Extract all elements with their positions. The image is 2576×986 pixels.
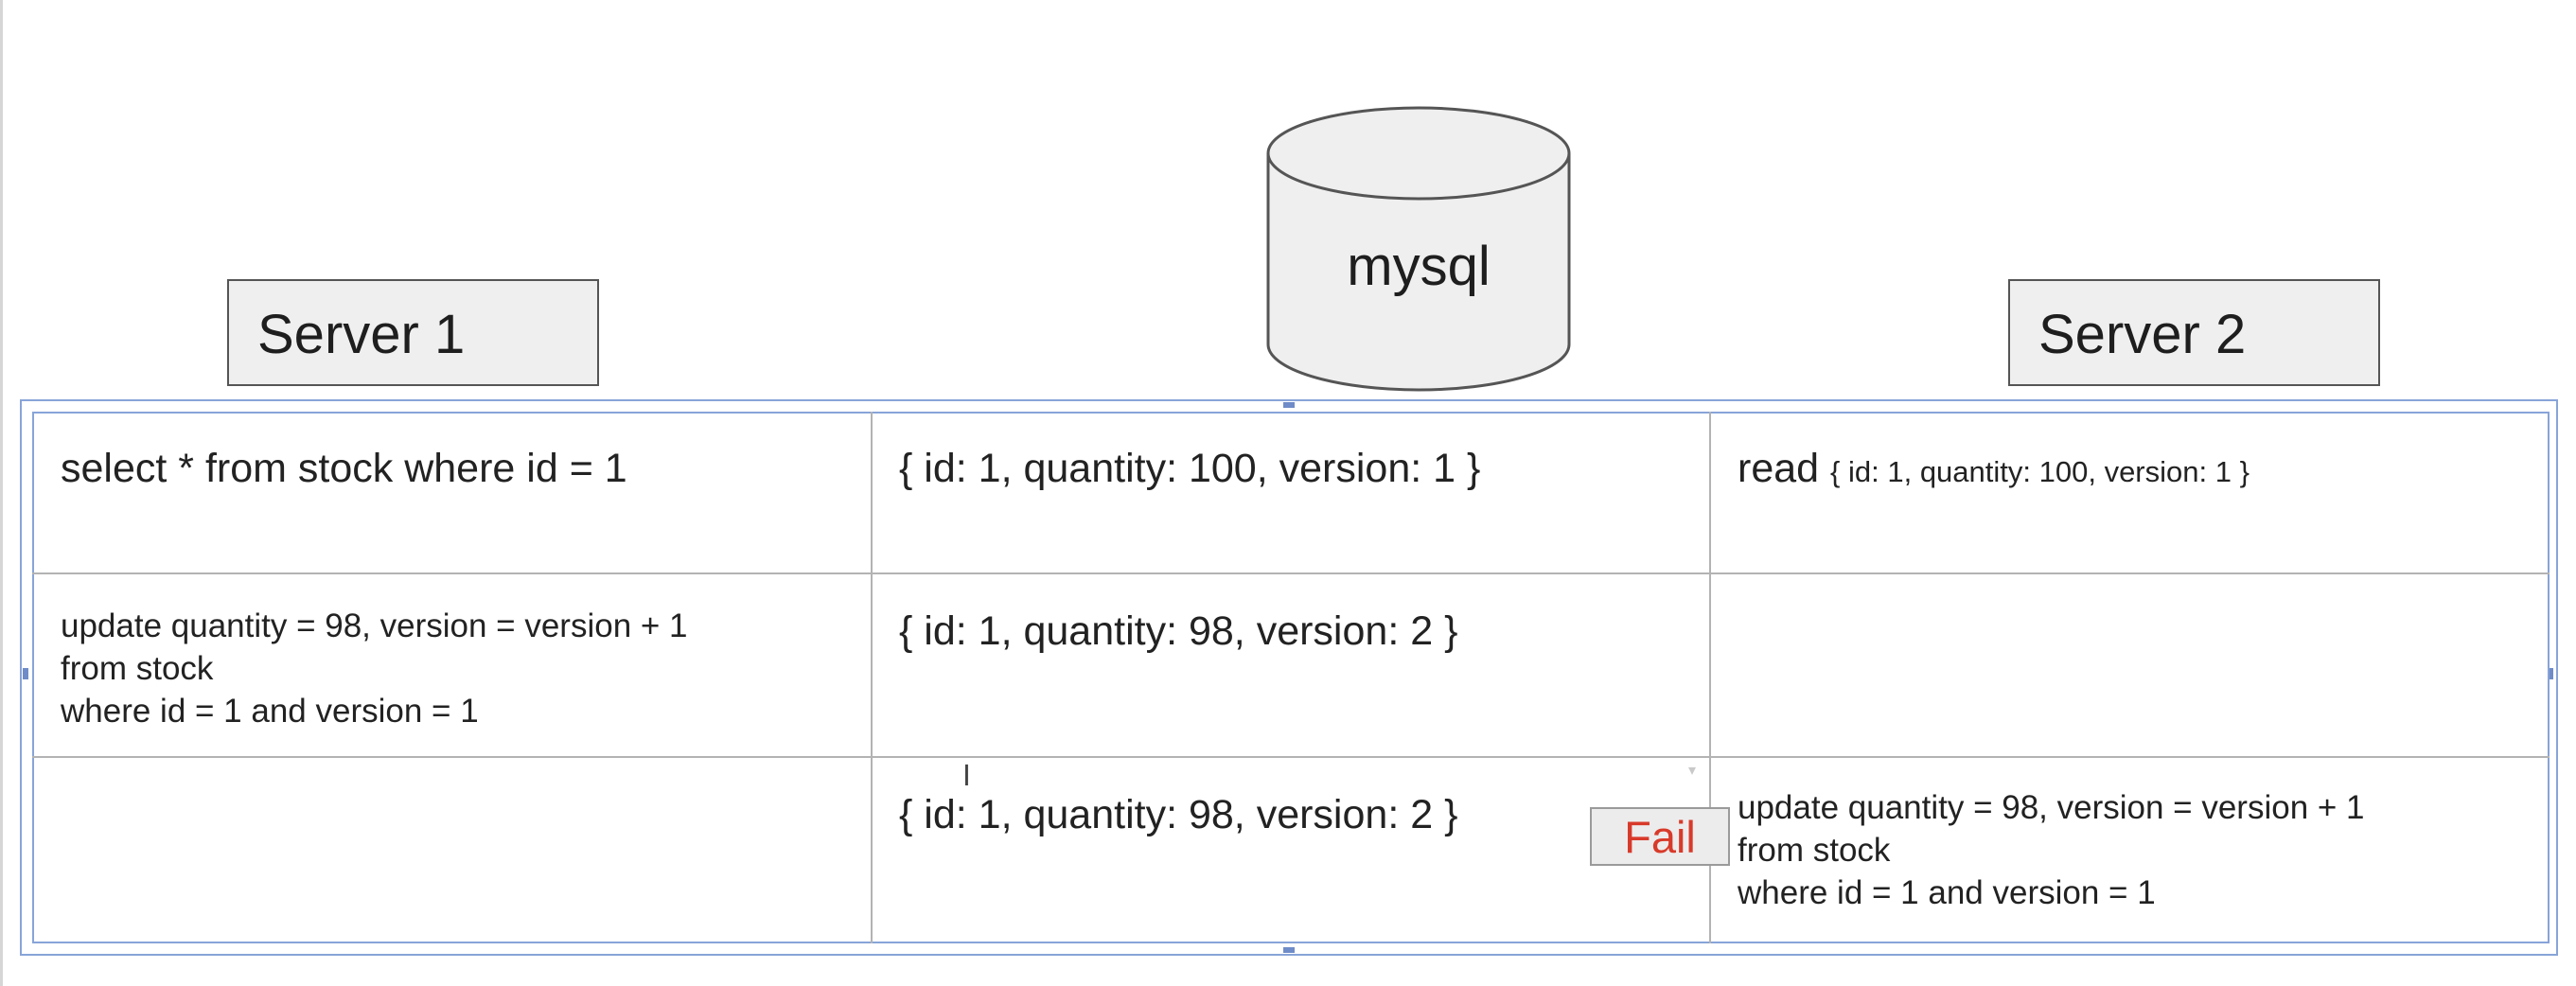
table-cell[interactable] — [33, 756, 873, 942]
table-cell[interactable] — [1709, 572, 2549, 758]
database-label: mysql — [1347, 236, 1491, 297]
resize-handle-bottom[interactable] — [1283, 947, 1295, 953]
server-1-box[interactable]: Server 1 — [227, 279, 599, 386]
db-state-text: { id: 1, quantity: 98, version: 2 } — [899, 792, 1458, 837]
server-1-update-query: update quantity = 98, version = version … — [61, 574, 871, 732]
query-line: where id = 1 and version = 1 — [1738, 874, 2156, 911]
db-state-text: { id: 1, quantity: 98, version: 2 } — [899, 608, 1458, 654]
table-cell[interactable]: update quantity = 98, version = version … — [33, 572, 873, 758]
table-row: update quantity = 98, version = version … — [33, 572, 2549, 758]
resize-handle-top[interactable] — [1283, 402, 1295, 408]
table-row: { id: 1, quantity: 98, version: 2 } upda… — [33, 756, 2549, 942]
server-2-read-text: read { id: 1, quantity: 100, version: 1 … — [1738, 414, 2548, 492]
fail-label-box[interactable]: Fail — [1590, 807, 1730, 866]
resize-handle-left[interactable] — [23, 668, 28, 679]
query-line: where id = 1 and version = 1 — [61, 693, 479, 730]
text-cursor-icon: I — [962, 760, 971, 793]
db-state-text: { id: 1, quantity: 100, version: 1 } — [899, 446, 1481, 491]
table-cell[interactable]: read { id: 1, quantity: 100, version: 1 … — [1709, 413, 2549, 574]
table-selection-frame — [20, 399, 2558, 956]
server-2-box[interactable]: Server 2 — [2008, 279, 2380, 386]
fail-label: Fail — [1624, 812, 1696, 862]
server-2-update-query: update quantity = 98, version = version … — [1738, 758, 2548, 914]
query-line: update quantity = 98, version = version … — [61, 607, 688, 644]
query-line: from stock — [61, 650, 214, 687]
window-left-edge — [0, 0, 3, 986]
server-1-select-query: select * from stock where id = 1 — [61, 446, 627, 491]
table-cell[interactable]: { id: 1, quantity: 98, version: 2 } — [871, 756, 1711, 942]
table-row: select * from stock where id = 1 { id: 1… — [33, 413, 2549, 574]
query-line: update quantity = 98, version = version … — [1738, 789, 2365, 826]
server-2-label: Server 2 — [2038, 304, 2247, 365]
read-data: { id: 1, quantity: 100, version: 1 } — [1830, 455, 2250, 488]
query-line: from stock — [1738, 832, 1891, 869]
table-cell[interactable]: select * from stock where id = 1 — [33, 413, 873, 574]
sequence-table[interactable]: select * from stock where id = 1 { id: 1… — [32, 412, 2550, 943]
resize-handle-right[interactable] — [2548, 668, 2553, 679]
read-word: read — [1738, 446, 1820, 491]
table-cell[interactable]: { id: 1, quantity: 98, version: 2 } — [871, 572, 1711, 758]
table-cell[interactable]: update quantity = 98, version = version … — [1709, 756, 2549, 942]
server-1-label: Server 1 — [257, 304, 466, 365]
chevron-down-icon[interactable]: ▾ — [1688, 761, 1697, 779]
table-cell[interactable]: { id: 1, quantity: 100, version: 1 } — [871, 413, 1711, 574]
database-cylinder-icon[interactable] — [1266, 106, 1571, 392]
